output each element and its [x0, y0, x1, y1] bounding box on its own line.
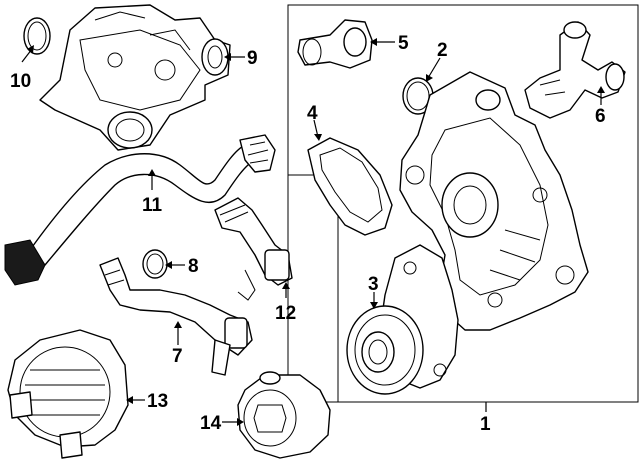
callout-6: 6 [595, 106, 606, 127]
callout-9: 9 [247, 48, 258, 69]
callout-2: 2 [437, 40, 448, 61]
part-6-outlet-pipe [524, 21, 626, 119]
callout-14: 14 [200, 413, 222, 434]
part-11-coolant-hose [4, 134, 276, 286]
part-3-pump-pulley [346, 244, 459, 395]
callout-13: 13 [147, 391, 168, 412]
part-4-cover-gasket [307, 137, 393, 236]
part-12-hose-fitting [214, 197, 293, 301]
part-13-electric-pump [7, 329, 129, 459]
callout-7: 7 [172, 346, 183, 367]
leader-lines [21, 38, 605, 426]
part-8-clamp-ring [142, 249, 168, 279]
callout-3: 3 [368, 274, 379, 295]
callout-11: 11 [142, 195, 163, 216]
callout-5: 5 [398, 33, 409, 54]
part-1-water-pump-housing [399, 71, 589, 331]
part-10-o-ring [23, 17, 51, 55]
callout-10: 10 [10, 71, 31, 92]
part-5-thermostat-elbow [297, 19, 373, 69]
part-9-valve-housing [39, 4, 231, 151]
callout-4: 4 [307, 103, 318, 124]
callout-12: 12 [275, 303, 296, 324]
part-7-coolant-pipe [99, 257, 253, 376]
part-14-auxiliary-pump [237, 371, 331, 459]
callout-1: 1 [480, 414, 491, 435]
callout-8: 8 [188, 256, 199, 277]
